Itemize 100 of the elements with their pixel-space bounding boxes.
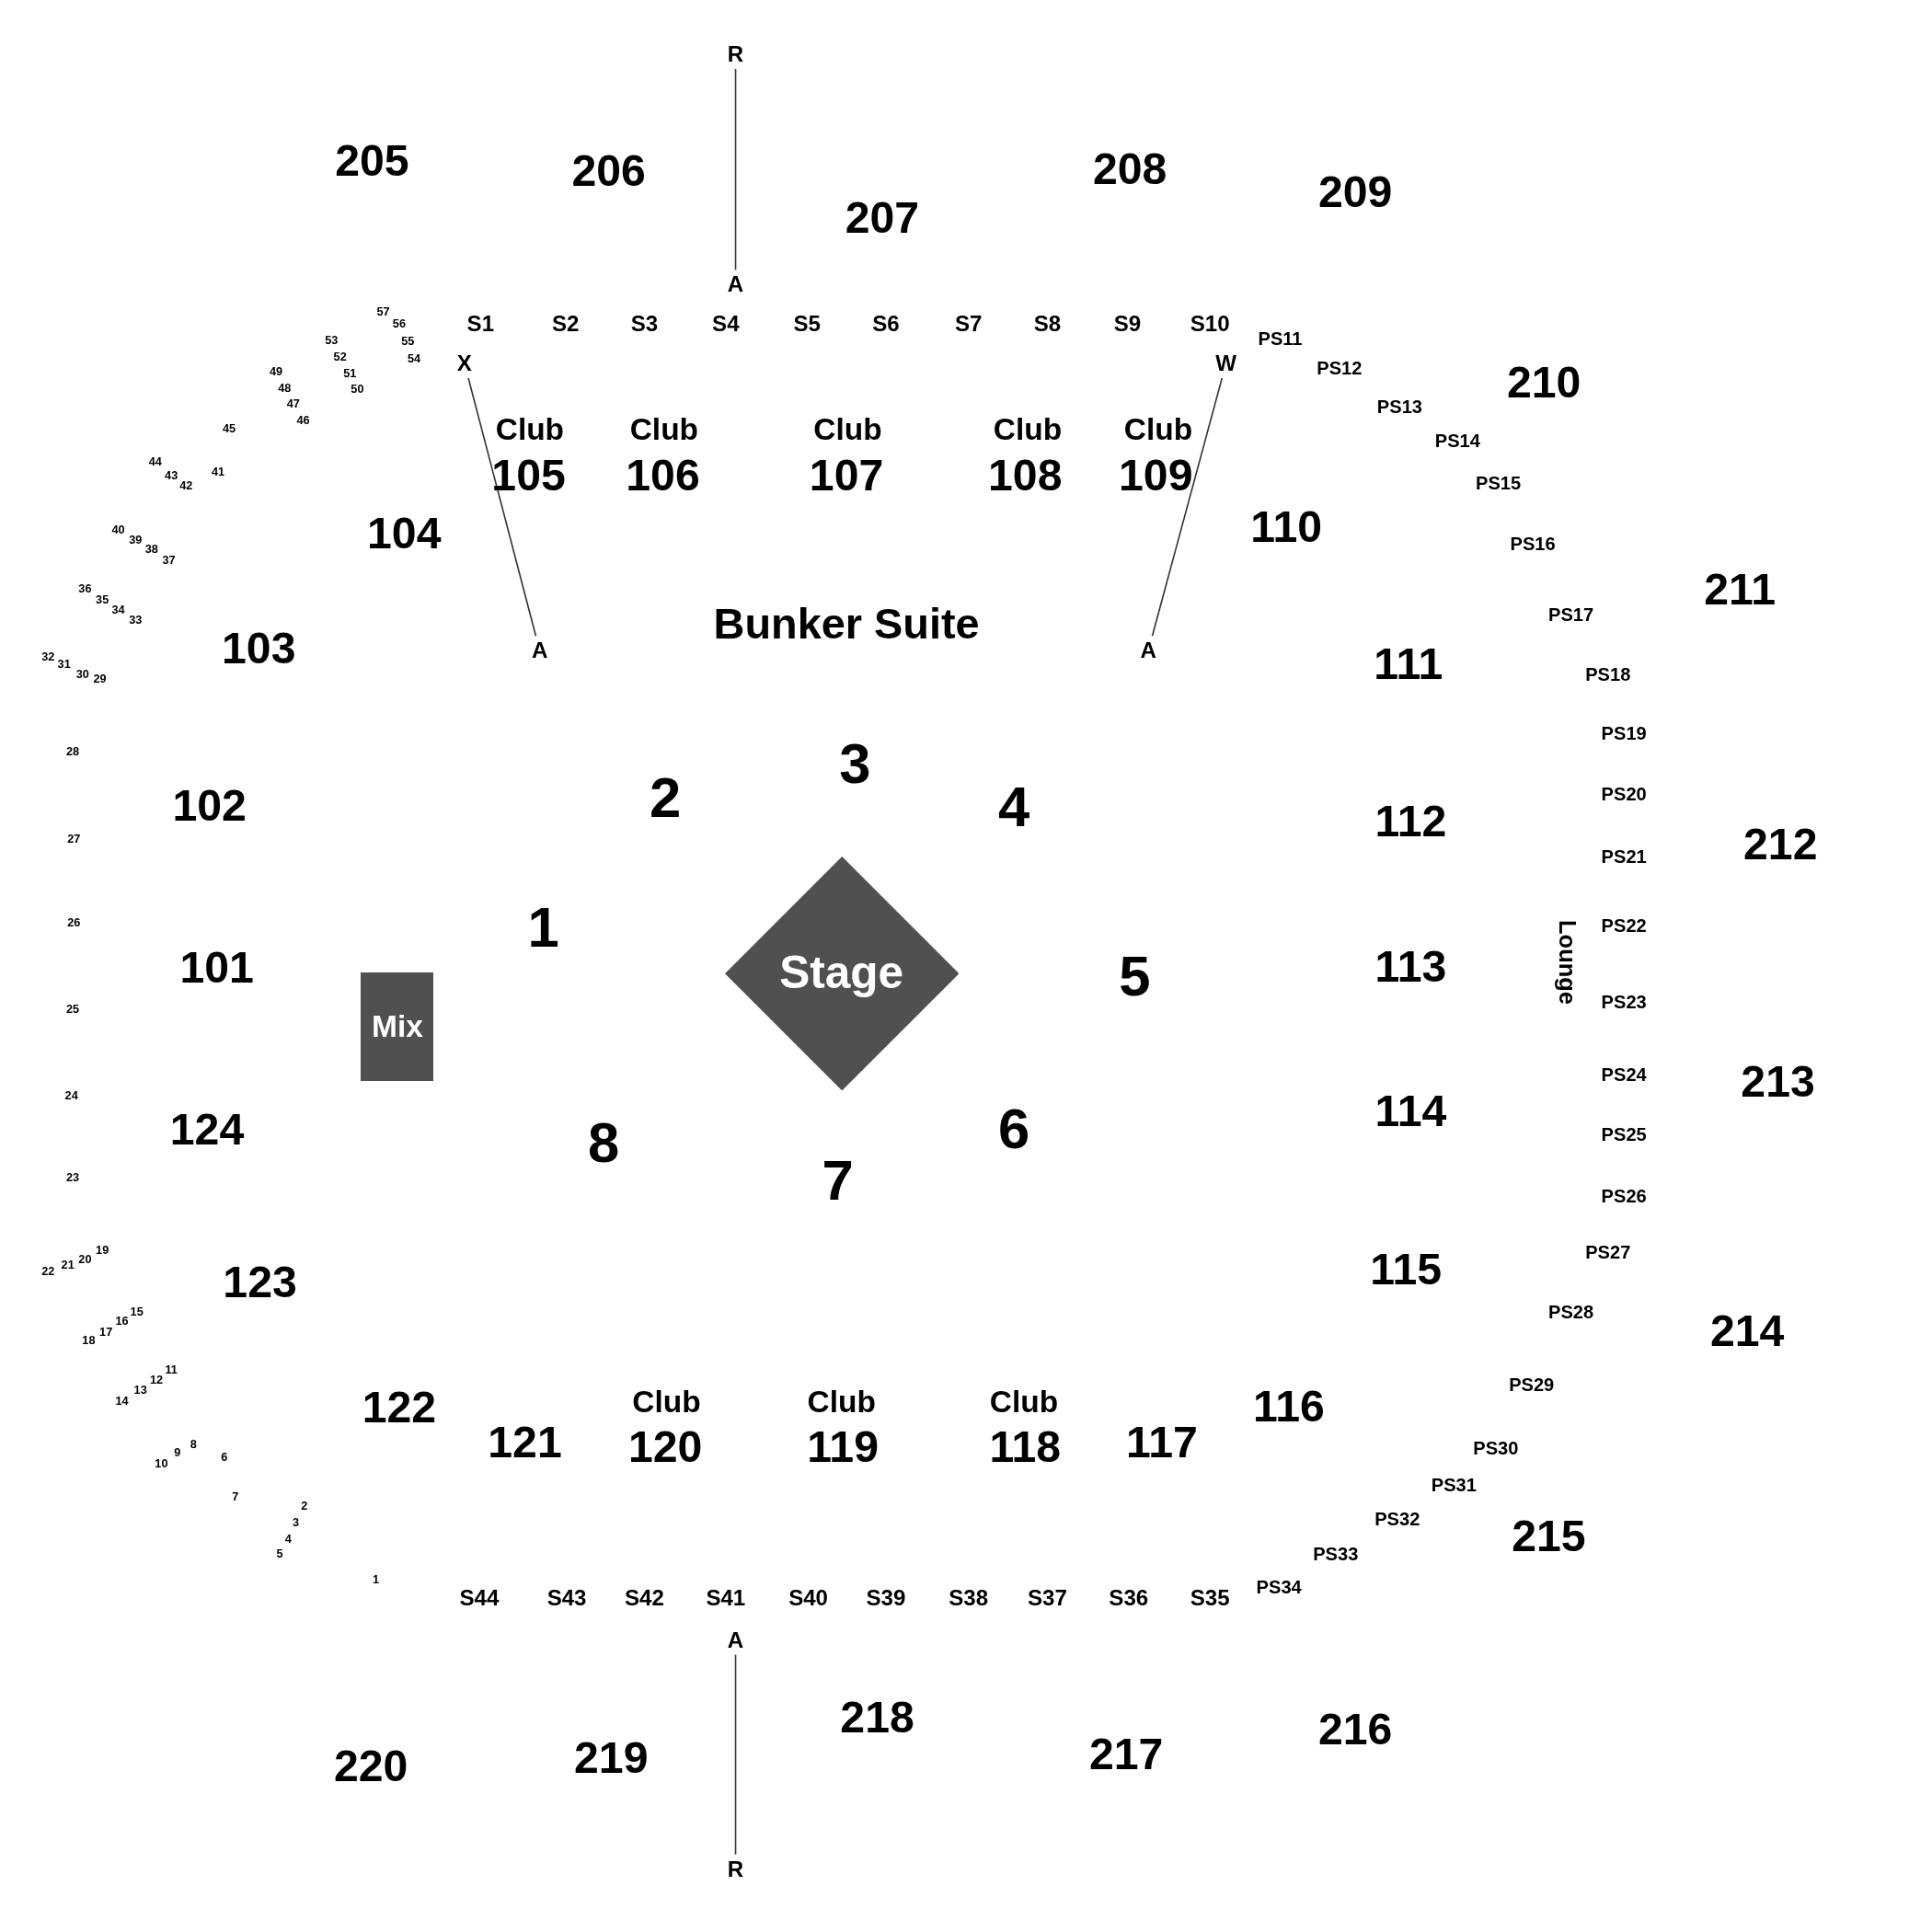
section-number: 105 bbox=[491, 452, 566, 497]
premium-suite-number: PS20 bbox=[1601, 784, 1647, 803]
section-number: 117 bbox=[1126, 1419, 1198, 1465]
premium-suite-number: PS30 bbox=[1473, 1438, 1519, 1457]
section-number: 101 bbox=[179, 945, 254, 990]
suite-number: S6 bbox=[872, 313, 900, 336]
section-number: 121 bbox=[488, 1419, 562, 1465]
box-number: 55 bbox=[401, 335, 415, 348]
box-number: 23 bbox=[65, 1172, 80, 1184]
box-number: 24 bbox=[64, 1089, 78, 1101]
premium-suite-number: PS14 bbox=[1434, 431, 1480, 451]
club-label: Club bbox=[813, 414, 882, 446]
box-number: 2 bbox=[301, 1500, 308, 1512]
box-number: 30 bbox=[75, 668, 89, 680]
aisle-letter: R bbox=[727, 1857, 744, 1880]
box-number: 3 bbox=[292, 1517, 299, 1529]
section-number: 209 bbox=[1318, 168, 1393, 213]
box-number: 43 bbox=[165, 469, 178, 482]
aisle-letter: W bbox=[1215, 352, 1236, 375]
connector-line bbox=[467, 377, 537, 637]
box-number: 36 bbox=[78, 582, 92, 595]
section-number: 213 bbox=[1741, 1058, 1815, 1103]
section-number: 122 bbox=[362, 1385, 437, 1430]
box-number: 40 bbox=[111, 523, 125, 536]
club-label: Club bbox=[629, 414, 699, 446]
section-number: 109 bbox=[1119, 452, 1193, 497]
premium-suite-number: PS34 bbox=[1256, 1577, 1302, 1597]
suite-number: S9 bbox=[1113, 313, 1142, 336]
section-number: 220 bbox=[333, 1743, 408, 1788]
section-number: 104 bbox=[367, 510, 442, 555]
section-number: 112 bbox=[1374, 798, 1447, 844]
box-number: 41 bbox=[211, 466, 225, 478]
suite-number: S3 bbox=[630, 313, 659, 336]
section-number: 118 bbox=[989, 1424, 1062, 1469]
section-number: 211 bbox=[1704, 567, 1776, 612]
suite-number: S37 bbox=[1027, 1587, 1067, 1610]
box-number: 46 bbox=[296, 414, 310, 427]
section-number: 108 bbox=[988, 452, 1063, 497]
aisle-letter: A bbox=[531, 639, 548, 662]
box-number: 21 bbox=[61, 1259, 75, 1271]
suite-number: S42 bbox=[625, 1587, 664, 1610]
section-number: 120 bbox=[628, 1424, 703, 1469]
box-number: 52 bbox=[333, 351, 347, 363]
section-number: 205 bbox=[335, 138, 409, 183]
box-number: 32 bbox=[41, 650, 55, 663]
section-number: 212 bbox=[1743, 822, 1818, 867]
section-number: 207 bbox=[845, 194, 920, 239]
box-number: 25 bbox=[65, 1003, 80, 1016]
box-number: 22 bbox=[41, 1265, 55, 1278]
suite-number: S44 bbox=[459, 1587, 500, 1610]
suite-number: S10 bbox=[1190, 313, 1230, 336]
section-number: 111 bbox=[1374, 640, 1443, 685]
aisle-letter: R bbox=[727, 42, 744, 65]
section-number: 107 bbox=[809, 452, 884, 497]
premium-suite-number: PS27 bbox=[1585, 1242, 1631, 1261]
aisle-letter: X bbox=[456, 352, 472, 375]
box-number: 47 bbox=[286, 397, 300, 410]
section-number: 113 bbox=[1374, 943, 1447, 989]
section-number: 208 bbox=[1092, 146, 1167, 191]
box-number: 53 bbox=[325, 334, 339, 346]
premium-suite-number: PS21 bbox=[1601, 846, 1647, 866]
box-number: 51 bbox=[343, 367, 357, 380]
box-number: 29 bbox=[93, 673, 107, 685]
club-label: Club bbox=[807, 1386, 876, 1418]
box-number: 37 bbox=[162, 555, 176, 567]
section-number: 219 bbox=[574, 1734, 649, 1779]
section-number: 217 bbox=[1088, 1731, 1164, 1776]
premium-suite-number: PS24 bbox=[1601, 1064, 1647, 1084]
club-label: Club bbox=[989, 1386, 1059, 1418]
premium-suite-number: PS23 bbox=[1601, 992, 1647, 1011]
premium-suite-number: PS16 bbox=[1510, 534, 1556, 553]
section-number: 124 bbox=[169, 1106, 245, 1151]
box-number: 9 bbox=[174, 1446, 181, 1459]
box-number: 33 bbox=[129, 614, 143, 626]
lounge-label: Lounge bbox=[1555, 920, 1580, 1005]
suite-number: S41 bbox=[706, 1587, 746, 1610]
suite-number: S38 bbox=[949, 1587, 989, 1610]
box-number: 49 bbox=[269, 366, 283, 378]
premium-suite-number: PS19 bbox=[1601, 723, 1647, 742]
box-number: 50 bbox=[351, 383, 364, 396]
box-number: 19 bbox=[96, 1245, 109, 1257]
suite-area-label: Bunker Suite bbox=[713, 602, 980, 646]
premium-suite-number: PS33 bbox=[1313, 1544, 1359, 1563]
suite-number: S36 bbox=[1109, 1587, 1149, 1610]
premium-suite-number: PS26 bbox=[1601, 1187, 1647, 1206]
floor-section-number: 4 bbox=[998, 778, 1030, 835]
box-number: 7 bbox=[232, 1490, 239, 1503]
premium-suite-number: PS22 bbox=[1601, 915, 1647, 935]
premium-suite-number: PS28 bbox=[1548, 1303, 1594, 1322]
section-number: 106 bbox=[626, 452, 700, 497]
box-number: 15 bbox=[130, 1305, 144, 1318]
connector-line bbox=[1151, 377, 1224, 637]
suite-number: S4 bbox=[712, 313, 740, 336]
aisle-letter: A bbox=[727, 273, 744, 296]
box-number: 5 bbox=[276, 1547, 283, 1560]
box-number: 39 bbox=[129, 534, 143, 546]
aisle-letter: A bbox=[727, 1628, 744, 1651]
premium-suite-number: PS17 bbox=[1548, 605, 1594, 625]
suite-number: S35 bbox=[1190, 1587, 1230, 1610]
box-number: 31 bbox=[57, 658, 71, 671]
